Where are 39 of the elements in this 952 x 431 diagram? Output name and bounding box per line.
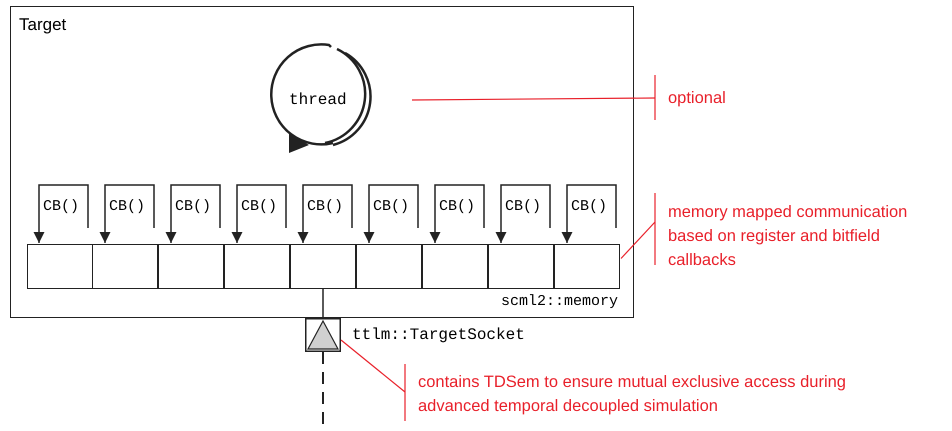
thread-label: thread	[289, 91, 347, 109]
socket-label: ttlm::TargetSocket	[352, 326, 525, 344]
leader-line	[340, 340, 406, 392]
callback-arrow	[496, 184, 551, 243]
callback-arrow	[34, 184, 89, 243]
callback-arrow	[298, 184, 353, 243]
memory-cell	[356, 244, 422, 289]
memory-cell	[554, 244, 620, 289]
callback-arrow	[430, 184, 485, 243]
connector-line	[322, 288, 324, 318]
memory-cell	[488, 244, 554, 289]
edge-label: CB()	[43, 198, 80, 215]
callback-arrow	[364, 184, 419, 243]
memory-cell	[422, 244, 488, 289]
callback-arrow	[100, 184, 155, 243]
memory-cell	[27, 244, 93, 289]
annotation-text: contains TDSem to ensure mutual exclusive access during advanced temporal decoupled simulation	[418, 370, 873, 420]
memory-label: scml2::memory	[500, 293, 618, 310]
memory-cell	[158, 244, 224, 289]
annotation-text: memory mapped communication based on register and bitfield callbacks	[668, 200, 950, 272]
edge-label: CB()	[571, 198, 608, 215]
edge-label: CB()	[241, 198, 278, 215]
target-box	[10, 6, 634, 318]
edge-label: CB()	[175, 198, 212, 215]
edge-label: CB()	[307, 198, 344, 215]
memory-cell	[290, 244, 356, 289]
callback-arrow	[562, 184, 617, 243]
edge-label: CB()	[109, 198, 146, 215]
edge-label: CB()	[373, 198, 410, 215]
edge-label: CB()	[505, 198, 542, 215]
box-title: Target	[19, 15, 66, 35]
leader-line	[412, 97, 655, 101]
memory-cell	[92, 244, 158, 289]
leader-line	[620, 222, 656, 259]
memory-cell	[224, 244, 290, 289]
annotation-text: optional	[668, 86, 768, 110]
callback-arrow	[166, 184, 221, 243]
callback-arrow	[232, 184, 287, 243]
edge-label: CB()	[439, 198, 476, 215]
